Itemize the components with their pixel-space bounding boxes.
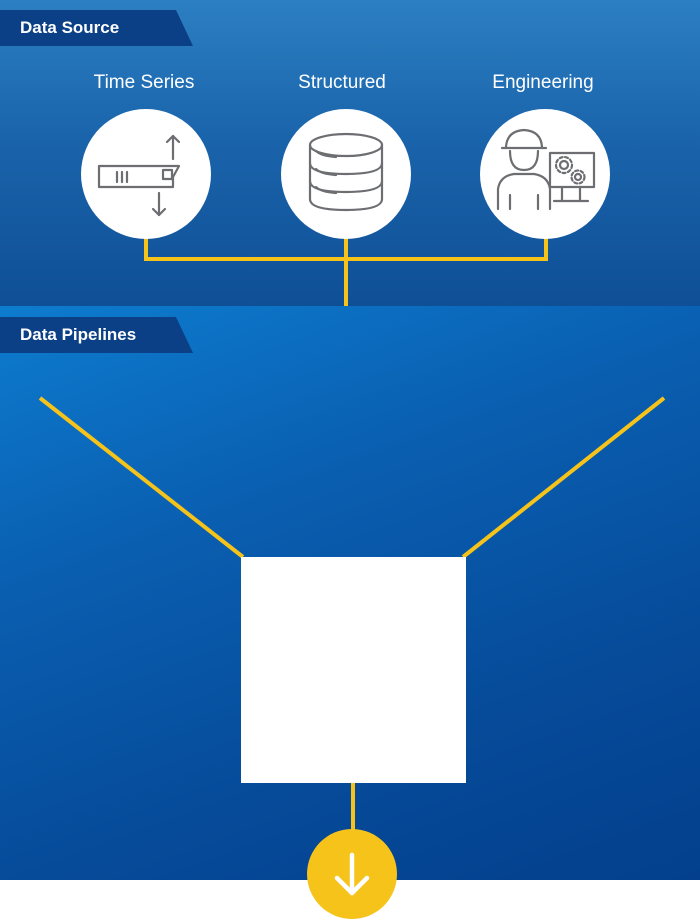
left-branch-line xyxy=(38,396,245,559)
structured-label: Structured xyxy=(298,72,386,93)
engineering-label: Engineering xyxy=(492,72,594,93)
engineering-node xyxy=(480,109,610,239)
data-pipelines-tag: Data Pipelines xyxy=(0,317,193,353)
structured-node xyxy=(281,109,411,239)
time-series-label: Time Series xyxy=(93,72,195,93)
engineer-icon xyxy=(496,128,596,211)
pipeline-box xyxy=(241,557,466,783)
right-branch-line xyxy=(461,396,666,559)
arrow-down-icon xyxy=(334,852,370,896)
time-series-node xyxy=(81,109,211,239)
output-node[interactable] xyxy=(307,829,397,919)
database-icon xyxy=(308,132,384,212)
data-source-tag: Data Source xyxy=(0,10,193,46)
time-series-icon xyxy=(97,134,181,217)
